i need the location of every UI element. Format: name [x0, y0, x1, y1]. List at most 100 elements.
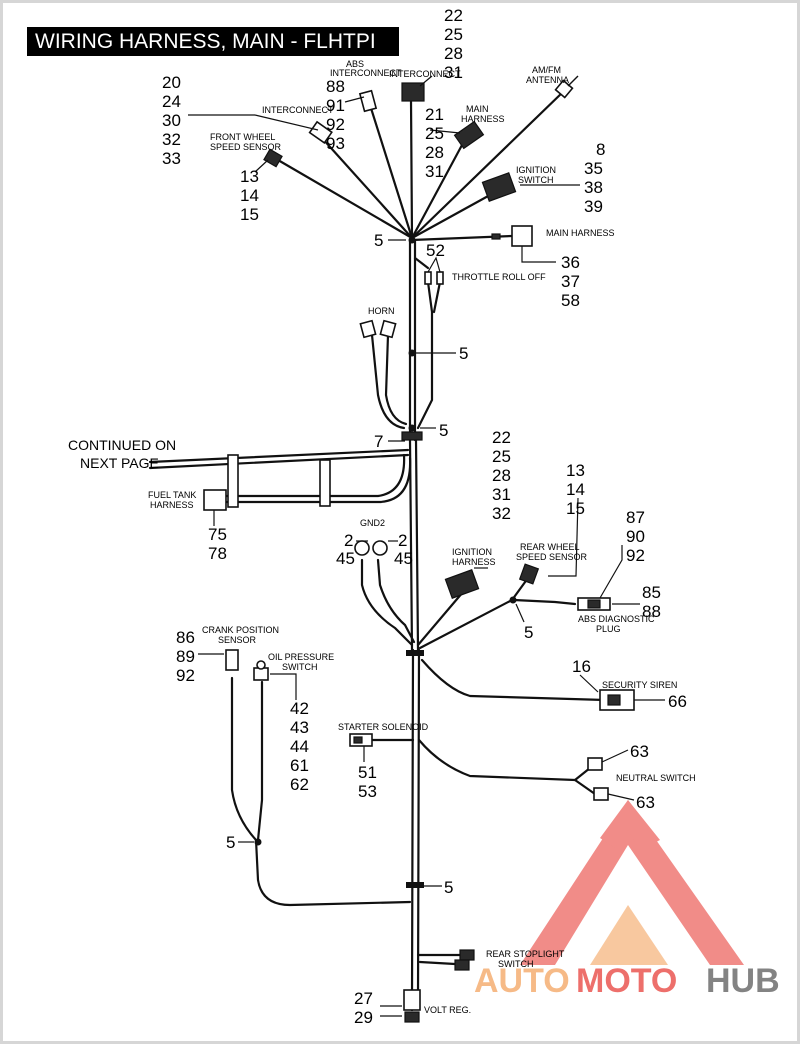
callout-abs-interconnect-4: 93: [326, 134, 345, 153]
callout-abs-diag-upper-3: 92: [626, 546, 645, 565]
callout-clip-lower-left: 5: [226, 833, 235, 852]
callout-siren-right: 66: [668, 692, 687, 711]
callout-starter-2: 53: [358, 782, 377, 801]
callout-front-wheel-3: 15: [240, 205, 259, 224]
callout-neutral-top: 63: [630, 742, 649, 761]
label-continued-2: NEXT PAGE: [80, 455, 159, 471]
connector-main-harness-top: [453, 120, 485, 150]
label-front-wheel-1: FRONT WHEEL: [210, 132, 275, 142]
component-labels: FRONT WHEEL SPEED SENSOR INTERCONNECT AB…: [68, 59, 696, 1015]
callout-top-interconnect-1: 22: [444, 6, 463, 25]
connector-throttle-roll-off: [424, 271, 444, 285]
callout-ignition-harness-4: 31: [492, 485, 511, 504]
callout-left-group-2: 24: [162, 92, 181, 111]
label-rear-stoplight-1: REAR STOPLIGHT: [486, 949, 565, 959]
callout-gnd-right-top: 2: [398, 531, 407, 550]
callout-main-harness-top-2: 25: [425, 124, 444, 143]
callout-crank-3: 92: [176, 666, 195, 685]
callout-front-wheel-1: 13: [240, 167, 259, 186]
callout-abs-interconnect-2: 91: [326, 96, 345, 115]
callout-abs-diag-upper-1: 87: [626, 508, 645, 527]
callout-ignition-switch-4: 39: [584, 197, 603, 216]
label-starter-solenoid: STARTER SOLENOID: [338, 722, 429, 732]
callout-main-harness-top-4: 31: [425, 162, 444, 181]
callout-neutral-bottom: 63: [636, 793, 655, 812]
label-crank-2: SENSOR: [218, 635, 257, 645]
callout-main-harness-right-1: 36: [561, 253, 580, 272]
callout-oil-pressure-2: 43: [290, 718, 309, 737]
connector-oil-pressure-switch: [253, 660, 269, 681]
callout-main-harness-right-3: 58: [561, 291, 580, 310]
callout-volt-reg-1: 27: [354, 989, 373, 1008]
connector-crank-position-sensor: [225, 649, 239, 671]
connector-interconnect-top: [401, 82, 425, 102]
harness-wires: [148, 88, 607, 1012]
callout-ignition-switch-1: 8: [596, 140, 605, 159]
clamps: [227, 431, 423, 508]
cable-clips: [254, 236, 517, 888]
label-abs-diag-1: ABS DIAGNOSTIC: [578, 614, 655, 624]
callout-ignition-switch-3: 38: [584, 178, 603, 197]
callout-gnd-left-top: 2: [344, 531, 353, 550]
label-rear-wheel-1: REAR WHEEL: [520, 542, 580, 552]
callout-rear-wheel-1: 13: [566, 461, 585, 480]
connector-interconnect-left: [308, 120, 333, 145]
label-oil-pressure-1: OIL PRESSURE: [268, 652, 334, 662]
callout-oil-pressure-4: 61: [290, 756, 309, 775]
connector-rear-stoplight-switch: [454, 949, 475, 971]
callout-ignition-harness-2: 25: [492, 447, 511, 466]
label-main-harness-top-1: MAIN: [466, 104, 489, 114]
label-continued-1: CONTINUED ON: [68, 437, 176, 453]
connector-security-siren: [599, 689, 635, 711]
callout-ignition-harness-3: 28: [492, 466, 511, 485]
callout-oil-pressure-1: 42: [290, 699, 309, 718]
callout-abs-diag-upper-2: 90: [626, 527, 645, 546]
callout-clip-rear-branch: 5: [524, 623, 533, 642]
callout-ignition-switch-2: 35: [584, 159, 603, 178]
connector-am-fm-antenna: [554, 75, 579, 99]
label-am-fm-1: AM/FM: [532, 65, 561, 75]
watermark-hub: HUB: [706, 962, 780, 1000]
connector-neutral-switch: [587, 757, 609, 801]
callout-throttle: 52: [426, 241, 445, 260]
label-interconnect-top: INTERCONNECT: [389, 69, 461, 79]
label-main-harness-top-2: HARNESS: [461, 114, 505, 124]
callout-clip-junction: 5: [439, 421, 448, 440]
leader-lines: [188, 75, 665, 1017]
callout-ignition-harness-5: 32: [492, 504, 511, 523]
connector-rear-wheel-speed-sensor: [518, 563, 540, 585]
callout-rear-wheel-2: 14: [566, 480, 585, 499]
label-ignition-switch-1: IGNITION: [516, 165, 556, 175]
label-abs-diag-2: PLUG: [596, 624, 621, 634]
label-fuel-tank-2: HARNESS: [150, 500, 194, 510]
connector-main-harness-right: [491, 225, 533, 247]
connector-volt-reg: [403, 989, 421, 1023]
callout-clip-seven: 7: [374, 432, 383, 451]
callout-rear-wheel-3: 15: [566, 499, 585, 518]
callout-top-interconnect-4: 31: [444, 63, 463, 82]
label-rear-wheel-2: SPEED SENSOR: [516, 552, 588, 562]
callout-oil-pressure-5: 62: [290, 775, 309, 794]
callout-main-harness-top-3: 28: [425, 143, 444, 162]
watermark-auto: AUTO: [474, 962, 570, 1000]
callout-crank-2: 89: [176, 647, 195, 666]
label-gnd2: GND2: [360, 518, 385, 528]
label-oil-pressure-2: SWITCH: [282, 662, 318, 672]
watermark-logo-mark: [520, 800, 744, 965]
connector-gnd2: [354, 540, 388, 556]
connector-starter-solenoid: [349, 733, 373, 747]
callout-crank-1: 86: [176, 628, 195, 647]
callout-gnd-right-bottom: 45: [394, 549, 413, 568]
watermark-moto: MOTO: [576, 962, 677, 1000]
callout-left-group-5: 33: [162, 149, 181, 168]
label-am-fm-2: ANTENNA: [526, 75, 569, 85]
label-horn: HORN: [368, 306, 395, 316]
connector-horn: [359, 319, 397, 339]
label-ignition-harness-1: IGNITION: [452, 547, 492, 557]
diagram-title: WIRING HARNESS, MAIN - FLHTPI: [27, 27, 399, 56]
callout-front-wheel-2: 14: [240, 186, 259, 205]
callout-abs-interconnect-1: 88: [326, 77, 345, 96]
connector-abs-interconnect: [358, 89, 378, 113]
